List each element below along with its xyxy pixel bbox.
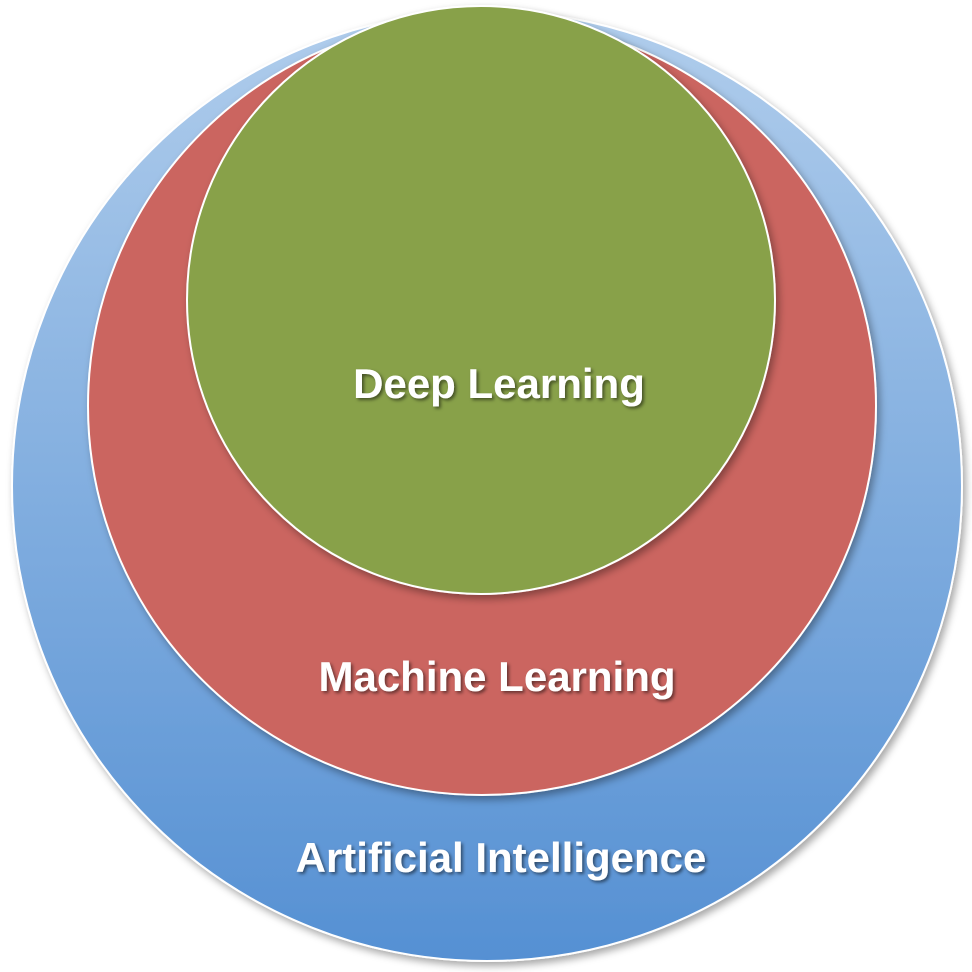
machine-learning-label: Machine Learning xyxy=(318,653,675,700)
deep-learning-label: Deep Learning xyxy=(353,360,645,407)
artificial-intelligence-label: Artificial Intelligence xyxy=(296,834,707,881)
deep-learning-circle xyxy=(186,5,776,595)
